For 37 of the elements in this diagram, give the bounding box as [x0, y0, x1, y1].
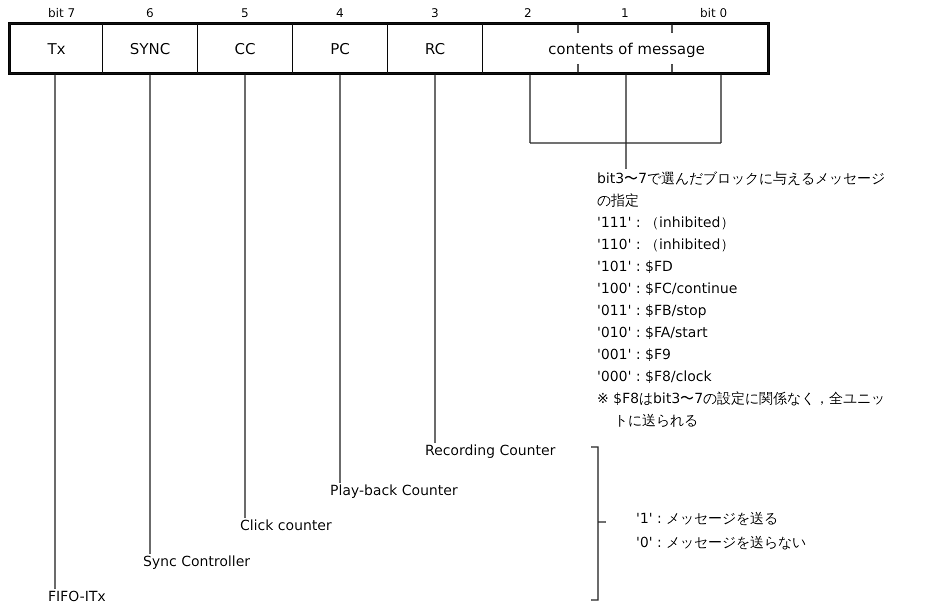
- bit-number: 6: [146, 5, 154, 22]
- leader-line: [54, 75, 56, 589]
- leader-line: [434, 75, 436, 443]
- field-name: Play-back Counter: [330, 482, 458, 500]
- field-name: FIFO-ITx: [48, 588, 106, 606]
- code-list-item: '010' : $FA/start: [597, 324, 709, 343]
- register-field: PC: [293, 25, 388, 72]
- code-list-item: '111' : （inhibited）: [597, 214, 736, 233]
- code-list-item: '110' : （inhibited）: [597, 236, 736, 255]
- leader-line: [149, 75, 151, 554]
- register-field: SYNC: [103, 25, 198, 72]
- leader-line: [244, 75, 246, 518]
- code-list-item: '000' : $F8/clock: [597, 368, 713, 387]
- field-name: Sync Controller: [143, 553, 250, 571]
- field-name: Recording Counter: [425, 442, 556, 460]
- register-field: RC: [388, 25, 483, 72]
- bit-number: 1: [621, 5, 629, 22]
- field-name: Click counter: [240, 517, 332, 535]
- bit-number: 3: [431, 5, 439, 22]
- code-list-item: '011' : $FB/stop: [597, 302, 708, 321]
- bit-number: 5: [241, 5, 249, 22]
- value-note: '1' : メッセージを送る: [636, 510, 778, 528]
- code-list-item: '101' : $FD: [597, 258, 674, 277]
- code-list-item: '001' : $F9: [597, 346, 672, 365]
- leader-line: [339, 75, 341, 483]
- note-heading: bit3〜7で選んだブロックに与えるメッセージの指定: [597, 170, 886, 211]
- value-note: '0' : メッセージを送らない: [636, 534, 806, 552]
- register-field: Tx: [11, 25, 103, 72]
- bit-number: 4: [336, 5, 344, 22]
- register-field: CC: [198, 25, 293, 72]
- register-field: contents of message: [483, 25, 770, 72]
- leader-line: [529, 74, 722, 170]
- bit-number: bit 7: [48, 5, 76, 22]
- footnote: ※ $F8はbit3〜7の設定に関係なく，全ユニットに送られる: [597, 390, 886, 431]
- bit-number: 2: [524, 5, 532, 22]
- code-list-item: '100' : $FC/continue: [597, 280, 738, 299]
- bit-number: bit 0: [700, 5, 728, 22]
